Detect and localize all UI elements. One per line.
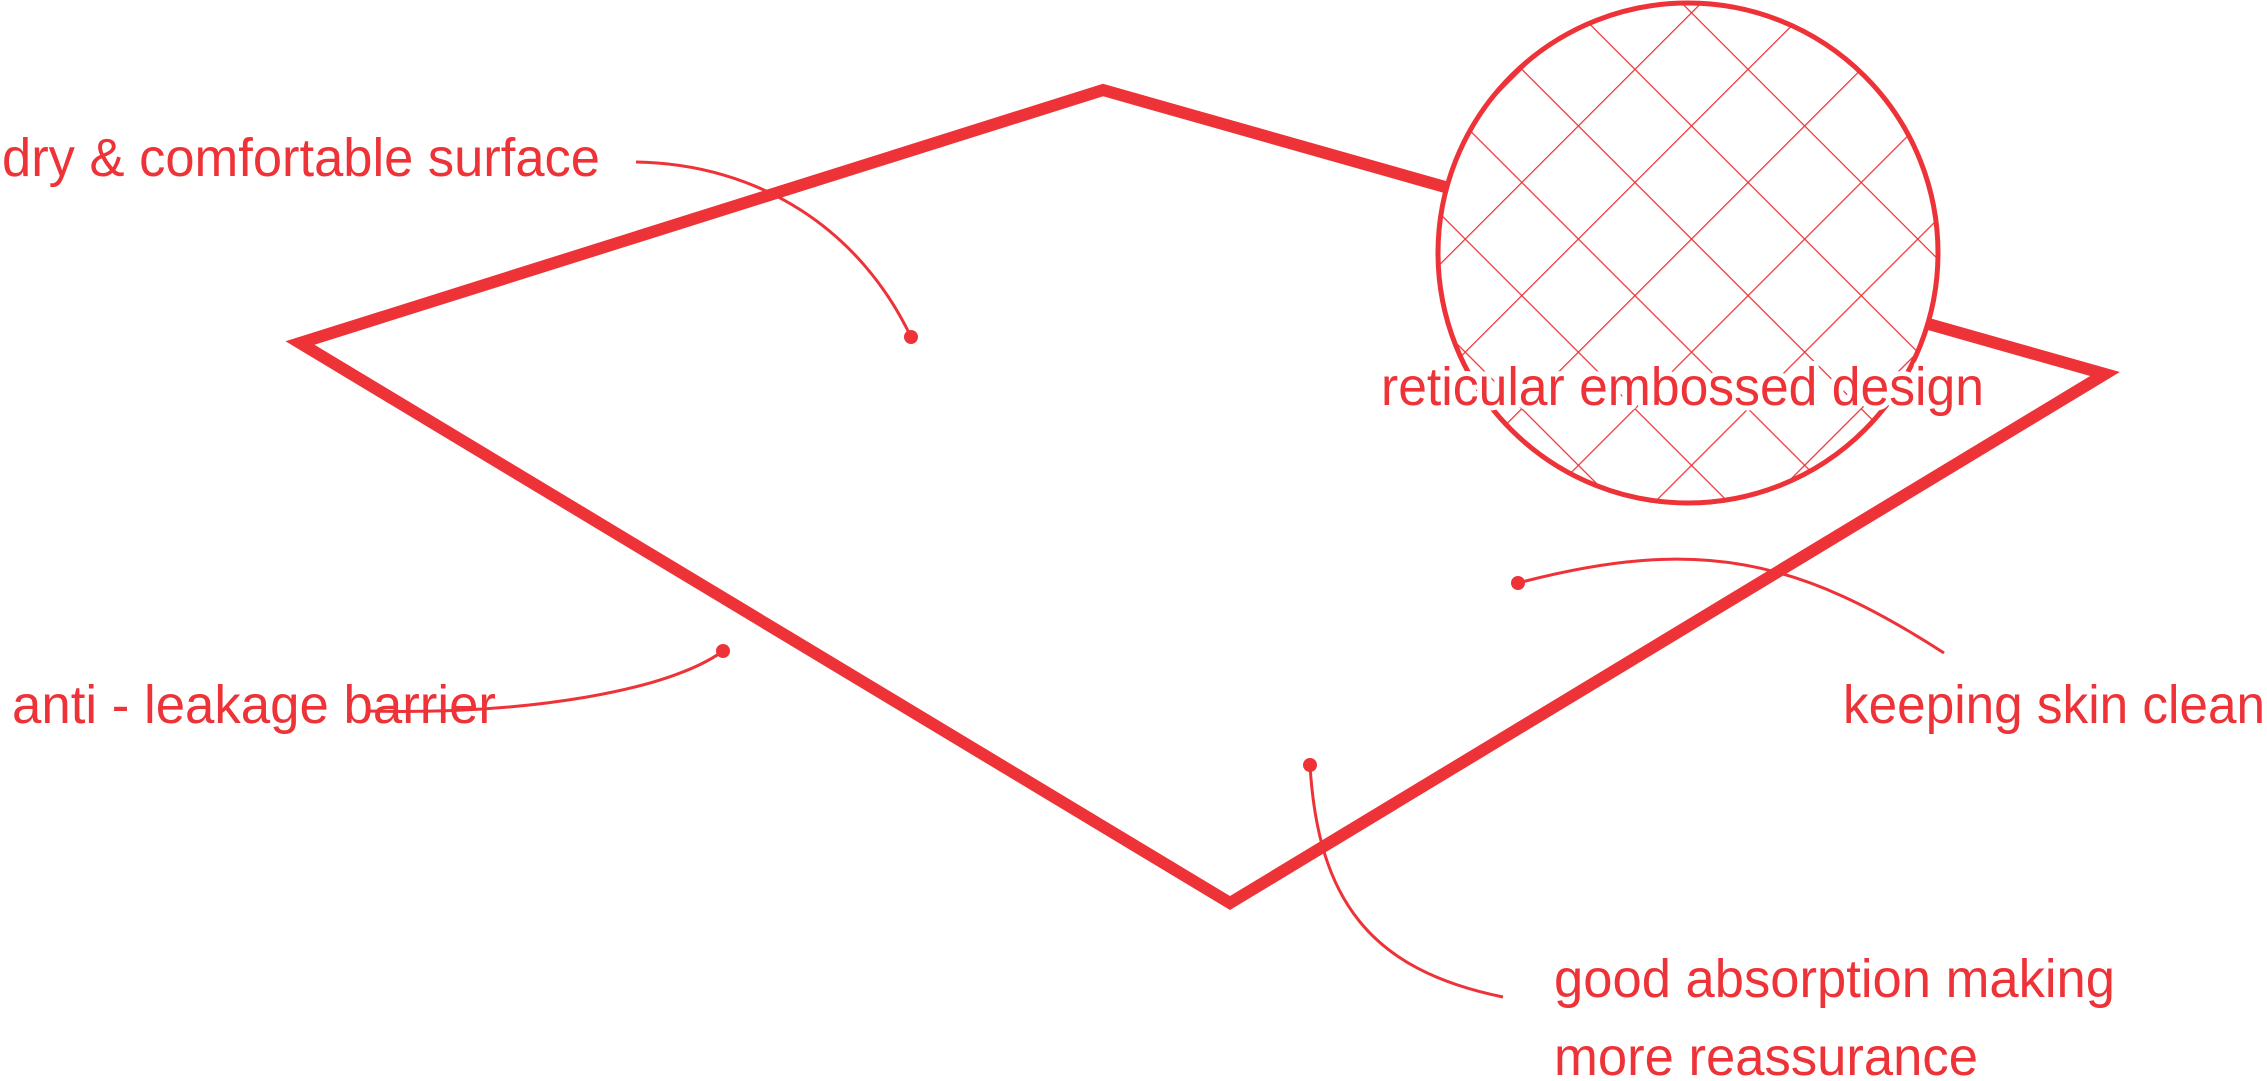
label-absorption-line2: more reassurance — [1554, 1027, 1978, 1081]
leader-keeping-clean — [1517, 557, 1945, 655]
leader-anti-leakage — [366, 649, 724, 713]
leader-absorption — [1308, 764, 1504, 999]
leader-dot-keeping-clean — [1511, 576, 1525, 590]
label-keeping-clean: keeping skin clean — [1843, 675, 2265, 735]
leader-dry-surface — [635, 160, 913, 338]
leader-dot-absorption — [1303, 758, 1317, 772]
magnified-texture-circle — [1435, 0, 1941, 506]
reticular-hatch — [1438, 3, 1938, 503]
pad-outline — [285, 83, 2120, 911]
leader-dot-dry-surface — [904, 330, 918, 344]
label-reticular-design: reticular embossed design — [1381, 357, 1984, 417]
label-anti-leakage: anti - leakage barrier — [12, 675, 496, 735]
label-dry-surface: dry & comfortable surface — [2, 128, 600, 188]
label-absorption-line1: good absorption making — [1554, 949, 2115, 1009]
leader-dot-anti-leakage — [716, 644, 730, 658]
